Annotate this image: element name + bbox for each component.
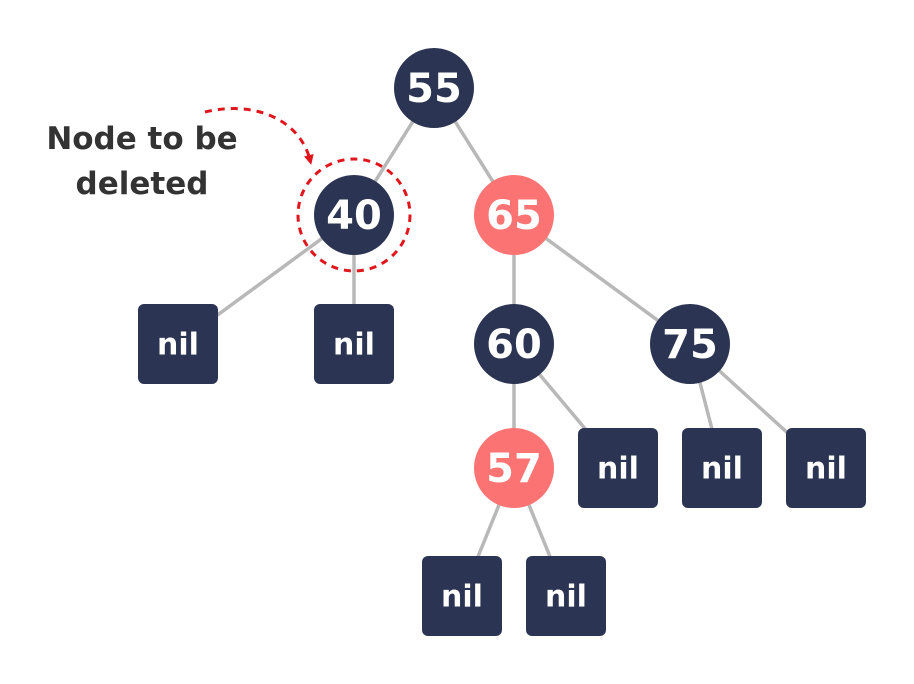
- red-node-circle: [474, 428, 554, 508]
- black-node-circle: [314, 175, 394, 255]
- node-label: 75: [662, 322, 718, 368]
- nil-box: [682, 428, 762, 508]
- node-label: 55: [406, 66, 462, 112]
- nil-label: nil: [441, 580, 483, 615]
- annotation: Node to be deleted: [46, 107, 412, 273]
- nil-leaf: nil: [682, 428, 762, 508]
- nil-label: nil: [701, 452, 743, 487]
- delete-highlight-ring: [296, 157, 412, 273]
- nil-box: [314, 304, 394, 384]
- nil-leaf: nil: [138, 304, 218, 384]
- black-node-circle: [650, 304, 730, 384]
- node-label: 65: [486, 193, 542, 239]
- nil-box: [422, 556, 502, 636]
- tree-node-65: 65: [474, 175, 554, 255]
- nil-label: nil: [157, 328, 199, 363]
- nil-leaf: nil: [422, 556, 502, 636]
- tree-node-75: 75: [650, 304, 730, 384]
- red-node-circle: [474, 175, 554, 255]
- nil-leaf: nil: [786, 428, 866, 508]
- tree-node-60: 60: [474, 304, 554, 384]
- node-label: 57: [486, 446, 542, 492]
- annotation-line-1: Node to be: [46, 121, 237, 157]
- tree-node-40: 40: [314, 175, 394, 255]
- nil-label: nil: [805, 452, 847, 487]
- nil-box: [526, 556, 606, 636]
- nodes-layer: 55 40 65 60 75 57 nil nil nil nil nil nil nil: [138, 48, 866, 636]
- black-node-circle: [474, 304, 554, 384]
- nil-leaf: nil: [578, 428, 658, 508]
- pointer-arrow: [204, 107, 314, 165]
- nil-label: nil: [333, 328, 375, 363]
- tree-node-57: 57: [474, 428, 554, 508]
- nil-label: nil: [545, 580, 587, 615]
- black-node-circle: [394, 48, 474, 128]
- nil-leaf: nil: [526, 556, 606, 636]
- nil-box: [578, 428, 658, 508]
- nil-box: [138, 304, 218, 384]
- annotation-line-2: deleted: [76, 166, 209, 202]
- nil-label: nil: [597, 452, 639, 487]
- node-label: 40: [326, 193, 382, 239]
- tree-node-55: 55: [394, 48, 474, 128]
- nil-box: [786, 428, 866, 508]
- nil-leaf: nil: [314, 304, 394, 384]
- node-label: 60: [486, 322, 542, 368]
